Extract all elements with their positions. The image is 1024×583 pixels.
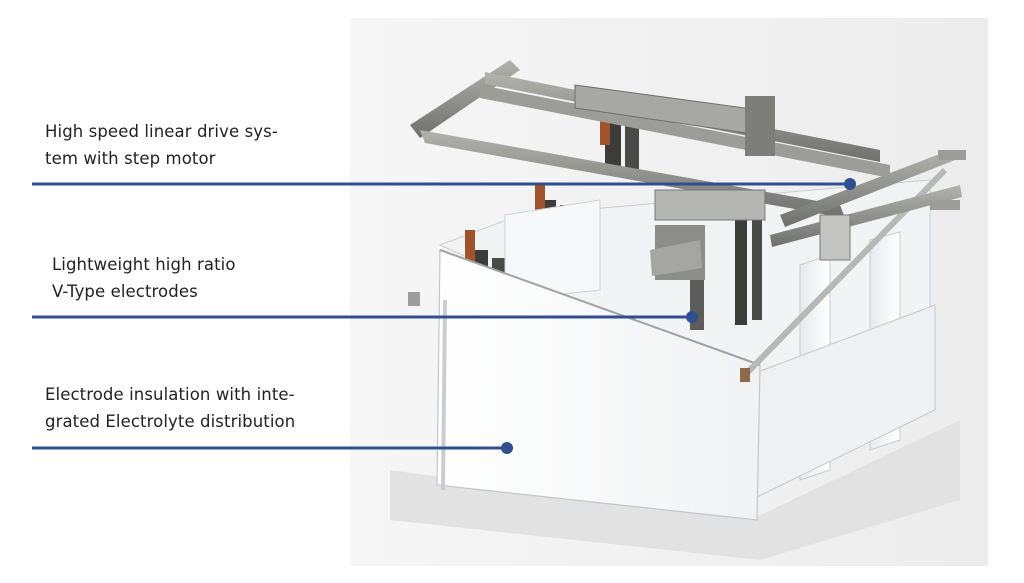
leader-dot-drive: [844, 178, 856, 190]
bracket-left: [408, 292, 420, 306]
bracket-right-1: [938, 150, 966, 160]
callout-label-insulation: Electrode insulation with inte- grated E…: [45, 385, 296, 431]
floor-shadow: [390, 420, 960, 560]
front-wall-edge: [439, 249, 761, 366]
callout-label-drive: High speed linear drive sys- tem with st…: [45, 122, 278, 168]
front-vertical-rod: [441, 299, 447, 491]
callout-label-electrodes: Lightweight high ratio V-Type electrodes: [52, 255, 236, 301]
bracket-bottom: [740, 368, 750, 382]
partition-wall-1: [504, 199, 601, 301]
leader-dot-electrodes: [686, 311, 698, 323]
bracket-right-2: [930, 200, 960, 210]
leader-dot-insulation: [501, 442, 513, 454]
linear-drive-frame: [410, 60, 962, 280]
